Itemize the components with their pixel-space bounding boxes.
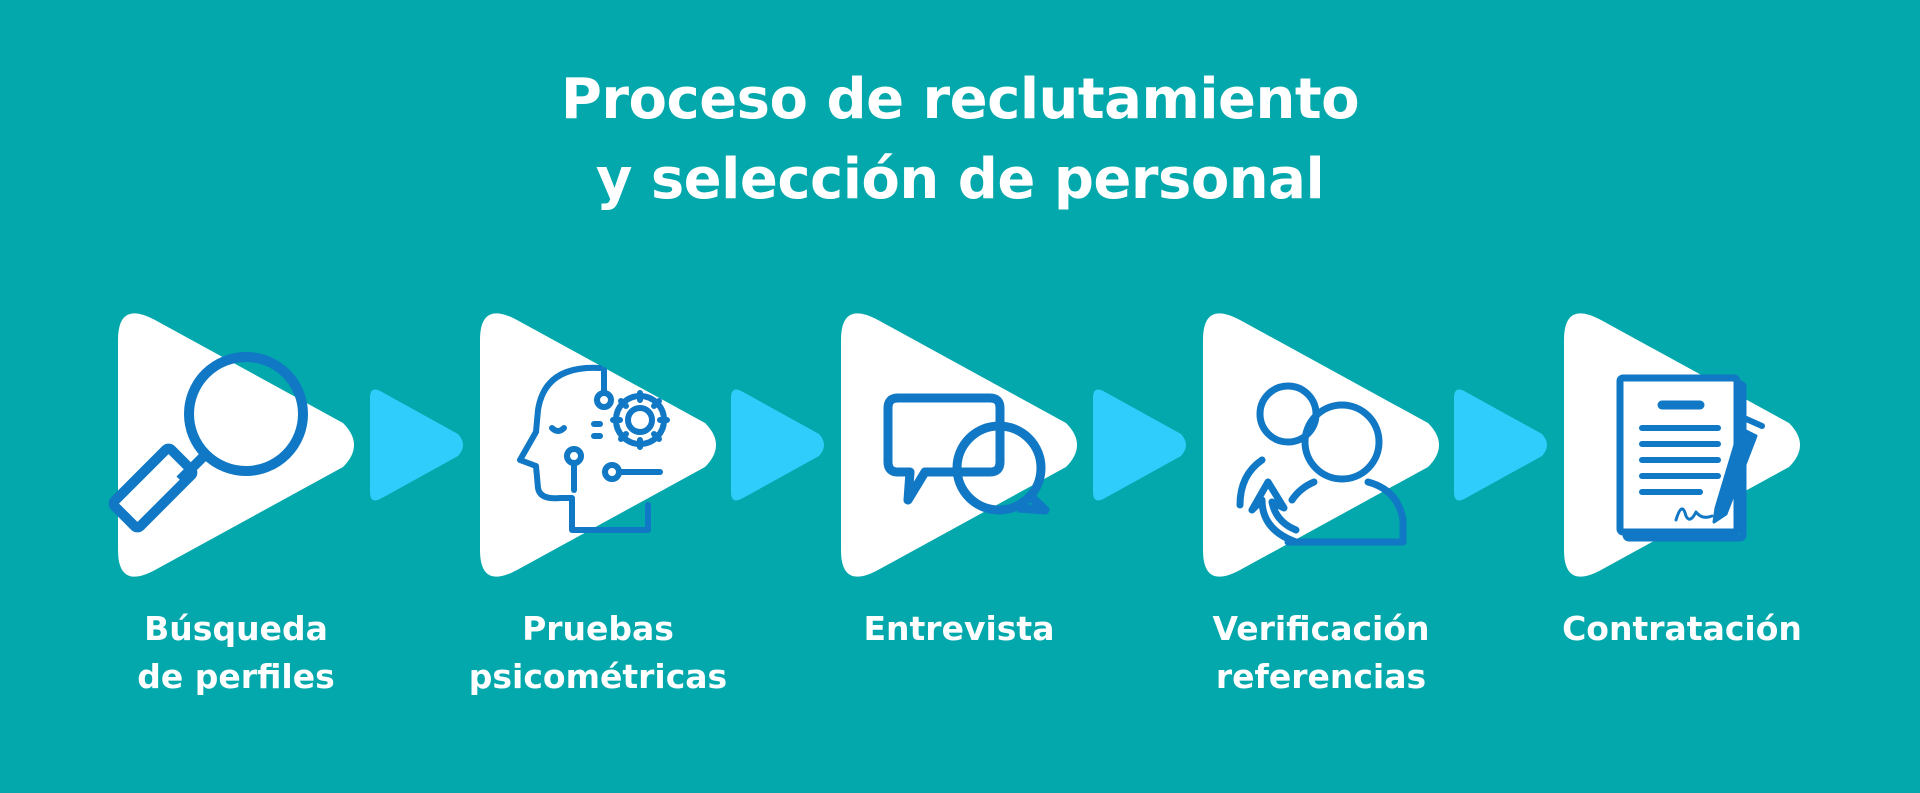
connector-arrow-3 xyxy=(1093,389,1186,501)
step-1-label: Búsqueda de perfiles xyxy=(76,605,396,701)
step-3-label: Entrevista xyxy=(799,605,1119,653)
title-line-2: y selección de personal xyxy=(595,147,1325,212)
step-2-tile xyxy=(480,313,716,577)
magnifier-icon xyxy=(108,352,308,533)
step-4-label: Verificación referencias xyxy=(1161,605,1481,701)
step-1-label-line-2: de perfiles xyxy=(137,657,335,696)
step-2-label: Pruebas psicométricas xyxy=(438,605,758,701)
step-4-tile xyxy=(1203,313,1439,577)
speech-bubbles-icon xyxy=(883,393,1050,515)
people-refresh-icon xyxy=(1236,382,1407,546)
connector-arrow-2 xyxy=(731,389,824,501)
connector-arrow-4 xyxy=(1454,389,1547,501)
head-gear-icon xyxy=(517,364,670,533)
signed-contract-icon xyxy=(1616,374,1765,542)
step-4-label-line-2: referencias xyxy=(1215,657,1427,696)
step-3-tile xyxy=(841,313,1077,577)
step-2-label-line-1: Pruebas xyxy=(522,609,674,648)
step-1-tile xyxy=(108,313,354,577)
step-3-label-line-1: Entrevista xyxy=(863,609,1055,648)
step-4-label-line-1: Verificación xyxy=(1212,609,1430,648)
step-1-label-line-1: Búsqueda xyxy=(144,609,328,648)
page-title: Proceso de reclutamiento y selección de … xyxy=(0,60,1920,220)
step-2-label-line-2: psicométricas xyxy=(468,657,728,696)
step-5-label-line-1: Contratación xyxy=(1562,609,1802,648)
title-line-1: Proceso de reclutamiento xyxy=(560,67,1360,132)
step-5-tile xyxy=(1564,313,1800,577)
step-5-label: Contratación xyxy=(1522,605,1842,653)
connector-arrow-1 xyxy=(370,389,463,501)
